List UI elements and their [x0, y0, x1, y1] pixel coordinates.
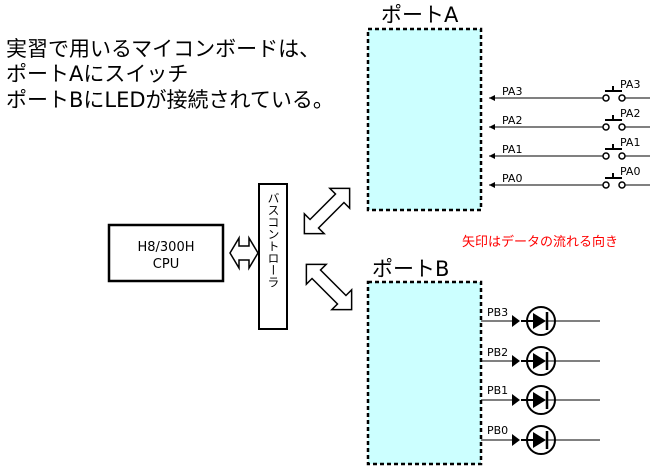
- pb1-flow-arrow-icon: [512, 394, 520, 406]
- pa1-pin-label: PA1: [502, 143, 522, 156]
- port-b-row-pb2: PB2: [481, 346, 600, 376]
- pb0-flow-arrow-icon: [512, 434, 520, 446]
- pb1-pin-label: PB1: [487, 384, 508, 397]
- flow-direction-note: 矢印はデータの流れる向き: [462, 234, 618, 250]
- pb3-flow-arrow-icon: [512, 315, 520, 327]
- description-line-2: ポートAにスイッチ: [6, 62, 188, 86]
- bus-port-a-arrow-icon: [303, 187, 351, 235]
- port-a-row-pa2: PA2 PA2: [489, 107, 650, 131]
- pa2-switch-label: PA2: [620, 107, 640, 120]
- pa3-pin-label: PA3: [502, 85, 522, 98]
- bus-port-b-arrow-icon: [305, 263, 353, 311]
- pa0-switch-icon: [602, 173, 650, 189]
- bus-controller-label: バスコントローラ: [266, 192, 280, 288]
- port-b-block: [366, 280, 483, 466]
- pa1-switch-label: PA1: [620, 136, 640, 149]
- pa2-switch-icon: [602, 115, 650, 131]
- pa3-switch-label: PA3: [620, 78, 640, 91]
- pb2-flow-arrow-icon: [512, 355, 520, 367]
- pa3-switch-icon: [602, 86, 650, 102]
- bus-controller-block: [258, 183, 288, 330]
- pb1-led-icon: [521, 385, 600, 415]
- pa1-switch-icon: [602, 144, 650, 160]
- port-b-row-pb3: PB3: [481, 306, 600, 336]
- pb0-pin-label: PB0: [487, 424, 508, 437]
- cpu-label-line-2: CPU: [153, 257, 179, 272]
- port-a-block: [366, 27, 483, 212]
- pa0-switch-label: PA0: [620, 165, 640, 178]
- pb0-led-icon: [521, 425, 600, 455]
- pb2-pin-label: PB2: [487, 346, 508, 359]
- port-a-row-pa0: PA0 PA0: [489, 165, 650, 189]
- cpu-block: [107, 223, 225, 283]
- cpu-label-line-1: H8/300H: [137, 240, 194, 255]
- pa2-pin-label: PA2: [502, 114, 522, 127]
- cpu-bus-arrow-icon: [229, 235, 259, 271]
- port-a-title: ポートA: [381, 3, 459, 27]
- description-line-3: ポートBにLEDが接続されている。: [6, 88, 334, 112]
- port-b-row-pb0: PB0: [481, 424, 600, 455]
- description-line-1: 実習で用いるマイコンボードは、: [6, 37, 320, 61]
- pa0-pin-label: PA0: [502, 172, 522, 185]
- port-b-row-pb1: PB1: [481, 384, 600, 415]
- pb2-led-icon: [521, 346, 600, 376]
- port-a-row-pa3: PA3 PA3: [489, 78, 650, 102]
- port-b-title: ポートB: [372, 257, 449, 281]
- pb3-led-icon: [521, 306, 600, 336]
- port-a-row-pa1: PA1 PA1: [489, 136, 650, 160]
- pb3-pin-label: PB3: [487, 306, 508, 319]
